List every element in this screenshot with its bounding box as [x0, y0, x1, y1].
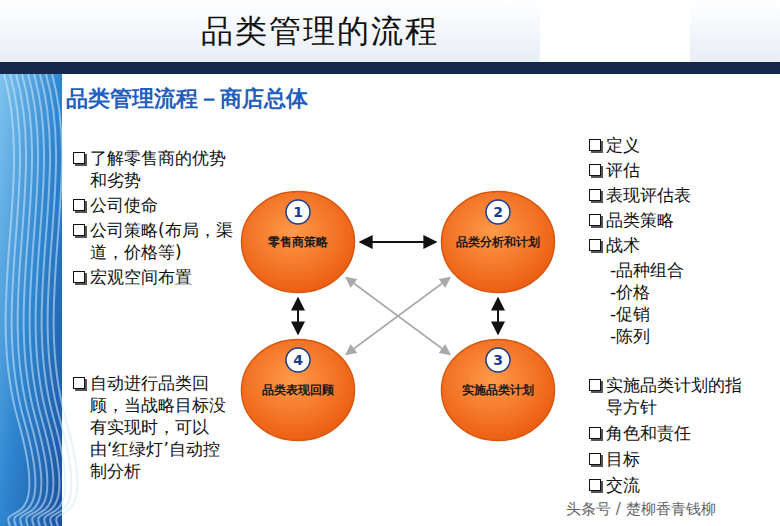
title-bar: [0, 62, 780, 74]
checkbox-bullet: [73, 152, 85, 164]
checkbox-bullet: [589, 453, 601, 465]
bullet-item: 战术: [588, 234, 768, 256]
bullet-item: 自动进行品类回顾，当战略目标没有实现时，可以由‘红绿灯’自动控制分析: [72, 372, 234, 482]
bullet-item: 宏观空间布置: [72, 266, 234, 288]
process-circle: 2 品类分析和计划: [440, 190, 556, 294]
bullet-item: 实施品类计划的指导方针: [588, 374, 758, 418]
slide-title: 品类管理的流程: [110, 10, 530, 54]
connector-arrow: [346, 277, 450, 354]
step-number: 3: [486, 348, 510, 372]
connector-arrow: [360, 241, 436, 243]
checkbox-bullet: [589, 427, 601, 439]
checkbox-bullet: [589, 214, 601, 226]
wave-lines: [4, 74, 77, 526]
watermark: 头条号 / 楚柳香青钱柳: [566, 500, 716, 519]
sub-bullet: -促销: [588, 303, 768, 325]
bullet-list: 实施品类计划的指导方针角色和责任目标交流: [588, 374, 758, 499]
bullet-item: 公司策略(布局，渠道，价格等): [72, 219, 234, 263]
section-heading: 品类管理流程－商店总体: [66, 84, 308, 114]
bullet-list: 定义评估表现评估表品类策略战术 -品种组合-价格-促销-陈列: [588, 134, 768, 347]
bullet-item: 表现评估表: [588, 184, 768, 206]
process-circle: 1 零售商策略: [240, 190, 356, 294]
sub-bullet: -品种组合: [588, 259, 768, 281]
step-number: 4: [286, 348, 310, 372]
checkbox-bullet: [589, 379, 601, 391]
checkbox-bullet: [589, 479, 601, 491]
bullet-list: 自动进行品类回顾，当战略目标没有实现时，可以由‘红绿灯’自动控制分析: [72, 372, 234, 485]
node-label: 品类分析和计划: [446, 234, 550, 251]
node-label: 品类表现回顾: [246, 382, 350, 399]
bullet-item: 评估: [588, 159, 768, 181]
bullet-item: 定义: [588, 134, 768, 156]
sub-bullet: -陈列: [588, 325, 768, 347]
connector-arrow: [346, 277, 450, 354]
bullet-item: 角色和责任: [588, 422, 758, 444]
process-circle: 3 实施品类计划: [440, 338, 556, 442]
bullet-item: 品类策略: [588, 209, 768, 231]
connector-arrow: [497, 298, 499, 334]
step-number: 1: [286, 200, 310, 224]
wave-strip: [0, 74, 62, 526]
checkbox-bullet: [589, 139, 601, 151]
node-label: 零售商策略: [246, 234, 350, 251]
node-label: 实施品类计划: [446, 382, 550, 399]
checkbox-bullet: [73, 377, 85, 389]
sub-bullet: -价格: [588, 281, 768, 303]
process-circle: 4 品类表现回顾: [240, 338, 356, 442]
checkbox-bullet: [589, 164, 601, 176]
checkbox-bullet: [73, 224, 85, 236]
checkbox-bullet: [589, 189, 601, 201]
bullet-item: 目标: [588, 448, 758, 470]
checkbox-bullet: [73, 271, 85, 283]
bullet-list: 了解零售商的优势和劣势公司使命公司策略(布局，渠道，价格等) 宏观空间布置: [72, 147, 234, 291]
checkbox-bullet: [589, 239, 601, 251]
bullet-item: 了解零售商的优势和劣势: [72, 147, 234, 191]
bullet-item: 交流: [588, 474, 758, 496]
bullet-item: 公司使命: [72, 194, 234, 216]
step-number: 2: [486, 200, 510, 224]
white-panel: [540, 0, 690, 70]
connector-arrow: [297, 298, 299, 334]
checkbox-bullet: [73, 199, 85, 211]
